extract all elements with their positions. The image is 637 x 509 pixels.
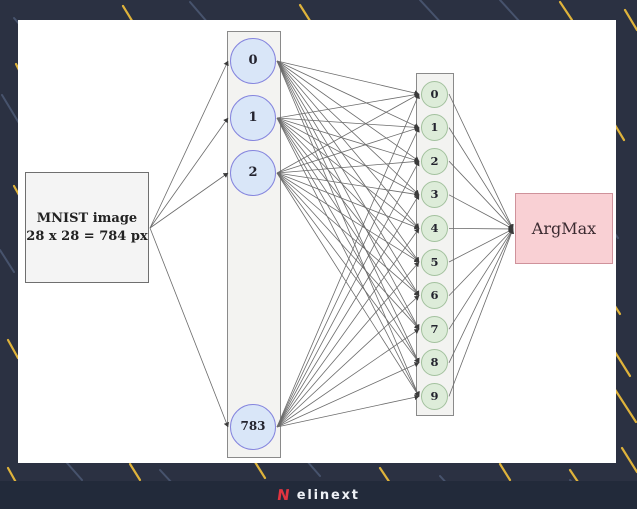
connection-line [276, 160, 420, 428]
connection-line [276, 117, 420, 229]
output-node-0: 0 [421, 80, 448, 108]
footer: N elinext [0, 481, 637, 509]
argmax-box: ArgMax [515, 193, 613, 264]
argmax-label: ArgMax [531, 219, 597, 238]
connection-line [276, 295, 420, 428]
connection-line [276, 60, 420, 296]
connection-line [276, 93, 420, 174]
connection-line [276, 194, 420, 428]
connection-line [276, 60, 420, 330]
connection-line [276, 60, 420, 196]
input-node-783: 783 [230, 404, 276, 450]
connection-line [276, 117, 420, 163]
connection-lines [149, 60, 515, 428]
output-node-5: 5 [421, 248, 448, 276]
connection-line [276, 228, 420, 428]
connection-line [276, 126, 420, 174]
output-node-3: 3 [421, 181, 448, 209]
connection-line [276, 60, 420, 96]
connection-line [276, 394, 420, 428]
connection-line [448, 228, 514, 263]
connection-line [276, 172, 420, 230]
output-node-8: 8 [421, 349, 448, 377]
connection-line [276, 328, 420, 428]
connection-line [276, 117, 420, 330]
connection-line [149, 60, 229, 229]
input-node-2: 2 [230, 150, 276, 196]
output-node-2: 2 [421, 147, 448, 175]
connection-line [276, 60, 420, 229]
input-node-0: 0 [230, 38, 276, 84]
connection-line [276, 172, 420, 296]
mnist-label-line1: MNIST image [36, 211, 138, 226]
connection-line [276, 127, 420, 428]
input-node-1: 1 [230, 95, 276, 141]
connection-line [276, 117, 420, 196]
connection-line [276, 261, 420, 428]
connection-line [276, 172, 420, 330]
elinext-logo-text: elinext [296, 487, 360, 503]
mnist-input-box: MNIST image 28 x 28 = 784 px [25, 172, 149, 283]
connection-line [276, 362, 420, 428]
connection-line [149, 227, 229, 428]
output-node-1: 1 [421, 114, 448, 142]
output-node-4: 4 [421, 214, 448, 242]
connection-line [276, 117, 420, 263]
connection-line [448, 228, 514, 330]
connection-line [276, 60, 420, 263]
connection-line [276, 117, 420, 131]
connection-line [276, 172, 420, 397]
connection-line [276, 60, 420, 162]
connection-line [448, 160, 514, 230]
connection-line [149, 172, 229, 229]
connection-line [276, 172, 420, 197]
output-node-7: 7 [421, 315, 448, 343]
connection-line [276, 91, 420, 119]
connection-line [448, 226, 514, 232]
connection-line [276, 60, 420, 364]
connection-line [276, 117, 420, 364]
mnist-label-line2: 28 x 28 = 784 px [26, 229, 148, 244]
connection-line [448, 228, 514, 296]
connection-line [276, 60, 420, 129]
connection-line [448, 228, 514, 363]
connection-line [276, 117, 420, 296]
connection-line [448, 93, 514, 230]
connection-line [149, 117, 229, 229]
connection-line [448, 127, 514, 230]
output-node-9: 9 [421, 382, 448, 410]
connection-line [276, 93, 420, 428]
connection-line [448, 194, 514, 230]
diagram-canvas: MNIST image 28 x 28 = 784 px ArgMax 0 1 2 7… [18, 20, 616, 463]
elinext-logo-icon: N [276, 485, 292, 504]
connection-line [276, 117, 420, 397]
output-node-6: 6 [421, 282, 448, 310]
connection-line [276, 158, 420, 174]
connection-line [448, 228, 515, 397]
connection-line [276, 172, 420, 364]
connection-line [276, 172, 420, 263]
connection-line [276, 60, 420, 397]
